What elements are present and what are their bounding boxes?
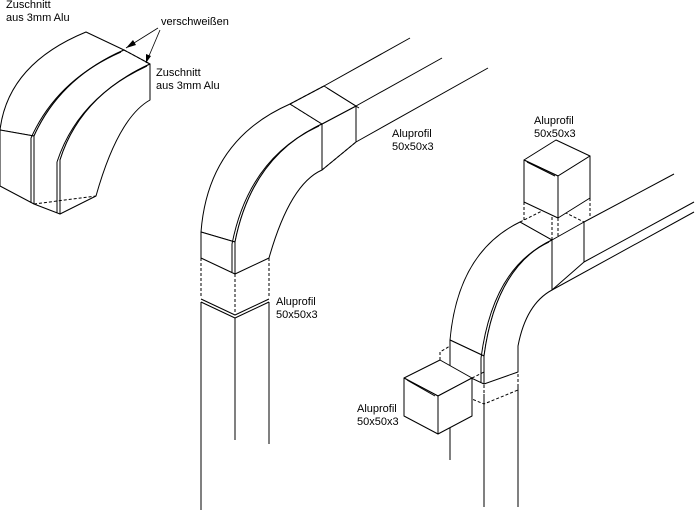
arrowhead bbox=[126, 40, 136, 48]
seam-line bbox=[526, 161, 556, 177]
profile-end-face bbox=[551, 221, 585, 291]
label-aluprofil-d-1: Aluprofil bbox=[357, 403, 397, 415]
joint-hidden bbox=[200, 258, 270, 314]
bend-inner-face bbox=[59, 63, 151, 215]
arrowhead bbox=[146, 54, 151, 63]
profile-edge bbox=[583, 173, 675, 223]
profile-edge bbox=[355, 57, 443, 107]
label-aluprofil-b-2: 50x50x3 bbox=[534, 128, 576, 140]
hidden-edge bbox=[523, 198, 591, 236]
label-aluprofil-c-1: Aluprofil bbox=[276, 296, 316, 308]
label-aluprofil-c-2: 50x50x3 bbox=[276, 309, 318, 321]
assembly-middle bbox=[200, 37, 489, 510]
bend-outer-face bbox=[0, 129, 35, 205]
labels: Zuschnitt aus 3mm Alu verschweißen Zusch… bbox=[6, 0, 576, 428]
seam-line bbox=[406, 379, 436, 397]
label-zuschnitt-top-1: Zuschnitt bbox=[6, 0, 51, 11]
profile-edge bbox=[355, 67, 489, 143]
seam-line bbox=[480, 241, 550, 359]
label-aluprofil-a-2: 50x50x3 bbox=[392, 141, 434, 153]
bend-piece-standalone bbox=[0, 27, 161, 215]
label-aluprofil-d-2: 50x50x3 bbox=[357, 416, 399, 428]
label-zuschnitt-mid-2: aus 3mm Alu bbox=[156, 80, 220, 92]
profile-box-right bbox=[437, 377, 473, 435]
profile-edge bbox=[323, 37, 411, 87]
profile-edge bbox=[519, 221, 553, 241]
label-zuschnitt-top-2: aus 3mm Alu bbox=[6, 12, 70, 24]
seam-line bbox=[326, 87, 360, 109]
label-verschweissen: verschweißen bbox=[161, 16, 229, 28]
seam-line bbox=[30, 51, 122, 139]
profile-top bbox=[200, 298, 270, 316]
label-zuschnitt-mid-1: Zuschnitt bbox=[156, 67, 201, 79]
label-aluprofil-a-1: Aluprofil bbox=[392, 128, 432, 140]
assembly-right bbox=[403, 139, 695, 507]
hidden-edge bbox=[289, 85, 357, 171]
profile-edge bbox=[583, 201, 695, 263]
seam-line bbox=[56, 65, 148, 163]
hidden-edge bbox=[33, 195, 97, 205]
hidden-edge bbox=[439, 345, 485, 379]
profile-edge bbox=[551, 211, 695, 291]
seam-line bbox=[231, 125, 320, 245]
profile-top bbox=[200, 301, 270, 319]
label-aluprofil-b-1: Aluprofil bbox=[534, 115, 574, 127]
